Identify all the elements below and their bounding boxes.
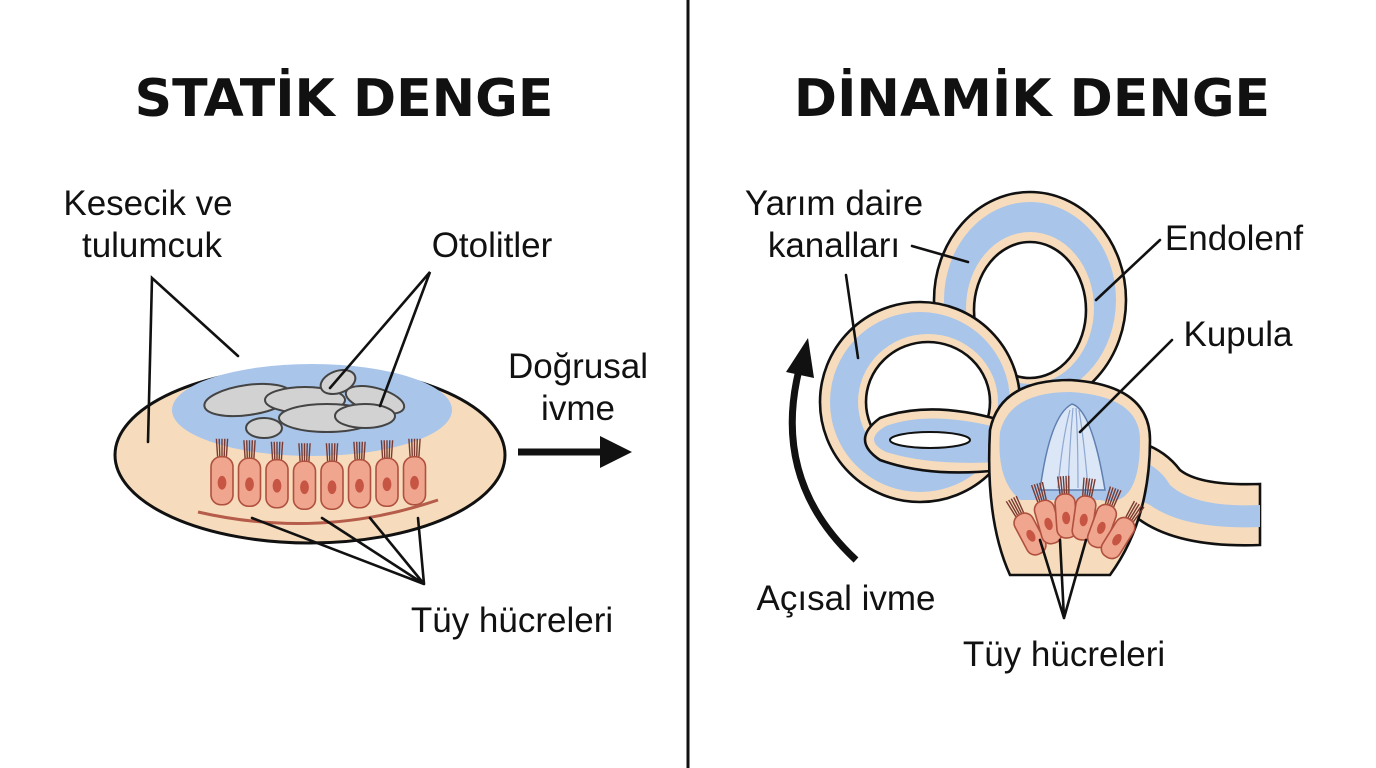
- leader-otoliths: [328, 271, 432, 408]
- static-hair-cells: [210, 438, 427, 511]
- leader-sac: [146, 275, 240, 444]
- leader-cupula: [1078, 338, 1174, 434]
- otolith: [334, 403, 396, 429]
- label-canals-line1: Yarım daire: [745, 184, 923, 223]
- linear-acceleration-arrow: [518, 436, 632, 468]
- hair-cell: [1054, 475, 1078, 539]
- hair-cell: [320, 443, 344, 511]
- leader-hair-cells: [250, 516, 426, 586]
- dynamic-balance-panel: DİNAMİK DENGE: [745, 68, 1304, 674]
- hair-cell: [1100, 500, 1145, 560]
- leader-canals-a: [910, 244, 970, 264]
- hair-cell: [1005, 495, 1047, 556]
- label-angular-accel: Açısal ivme: [757, 579, 936, 618]
- hair-cell: [265, 441, 289, 509]
- static-nerve: [197, 498, 439, 525]
- angular-acceleration-arrow: [786, 338, 859, 563]
- otoliths: [203, 368, 406, 439]
- label-canals-line2: kanalları: [768, 226, 900, 265]
- static-title: STATİK DENGE: [135, 68, 554, 129]
- dynamic-title: DİNAMİK DENGE: [794, 68, 1270, 129]
- leader-canals-b: [844, 273, 860, 360]
- hair-cell: [347, 441, 372, 509]
- hair-cell: [375, 440, 399, 508]
- hair-cell: [402, 438, 427, 506]
- hair-cell: [237, 440, 262, 508]
- label-endolymph: Endolenf: [1165, 219, 1303, 258]
- hair-cell: [1071, 477, 1097, 541]
- label-otoliths: Otolitler: [432, 226, 553, 265]
- dynamic-hair-cells: [1005, 475, 1145, 560]
- otolith: [245, 417, 283, 439]
- hair-cell: [210, 438, 234, 506]
- label-sac-line1: Kesecik ve: [63, 184, 232, 223]
- hair-cell: [1030, 481, 1063, 545]
- hair-cell: [292, 443, 317, 511]
- leader-endolymph: [1094, 238, 1162, 302]
- label-linear-accel-line1: Doğrusal: [508, 347, 648, 386]
- label-dynamic-hair-cells: Tüy hücreleri: [963, 635, 1165, 674]
- label-cupula: Kupula: [1184, 315, 1294, 354]
- label-sac-line2: tulumcuk: [82, 226, 223, 265]
- label-static-hair-cells: Tüy hücreleri: [411, 601, 613, 640]
- leader-dynamic-hair-cells: [1038, 538, 1088, 620]
- label-linear-accel-line2: ivme: [541, 389, 615, 428]
- cupula: [1039, 403, 1106, 491]
- static-balance-panel: STATİK DENGE Kesecik ve tulumcuk Otolitl…: [63, 68, 648, 640]
- inner-loop-hole: [889, 431, 971, 449]
